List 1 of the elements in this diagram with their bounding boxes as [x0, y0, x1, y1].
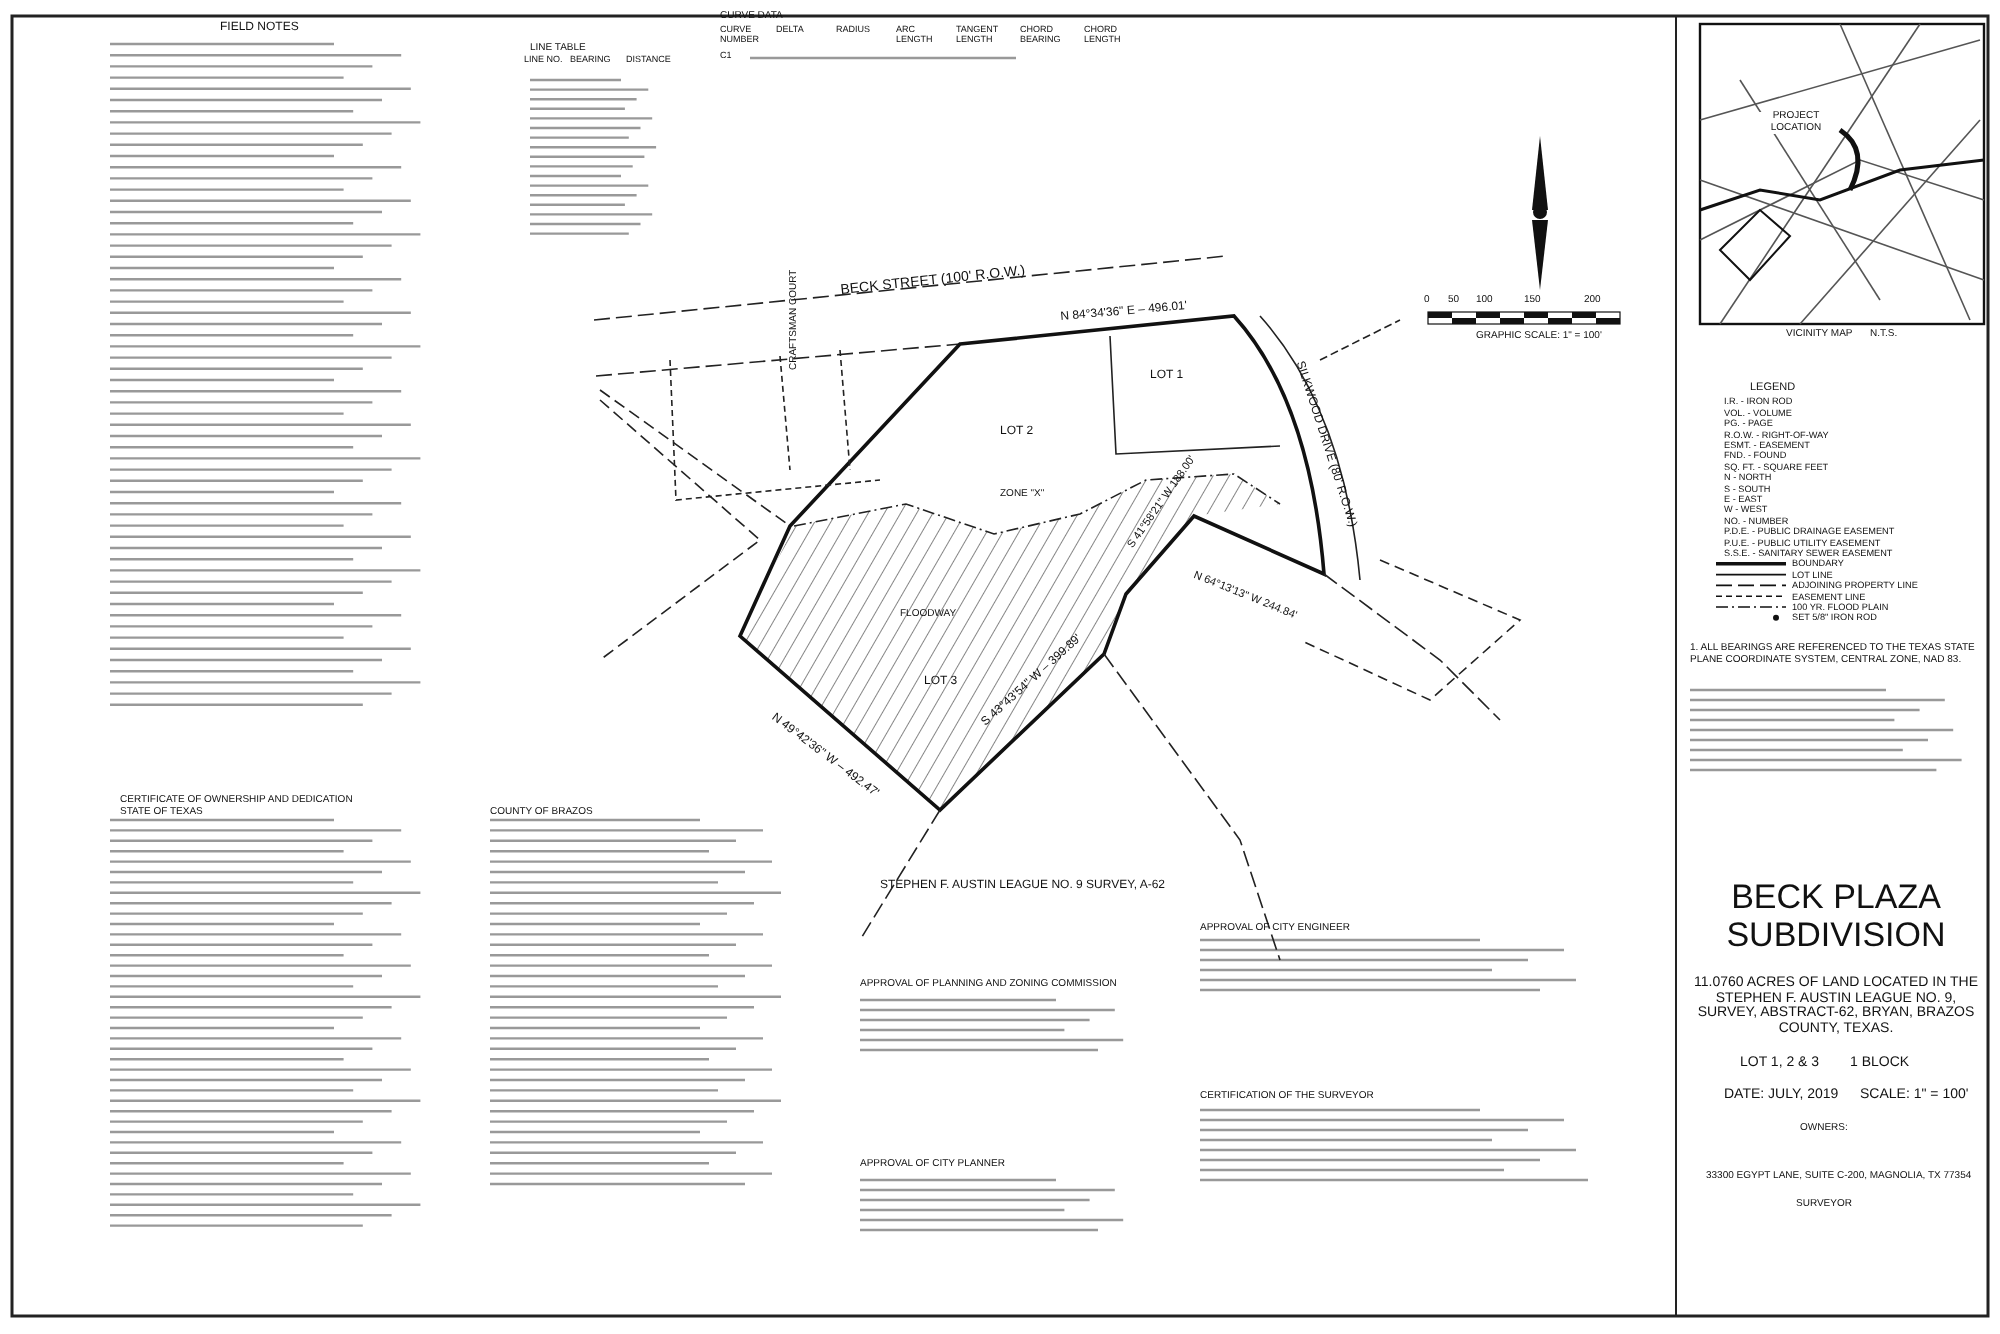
plat-title: BECK PLAZA SUBDIVISION	[1724, 880, 1948, 955]
